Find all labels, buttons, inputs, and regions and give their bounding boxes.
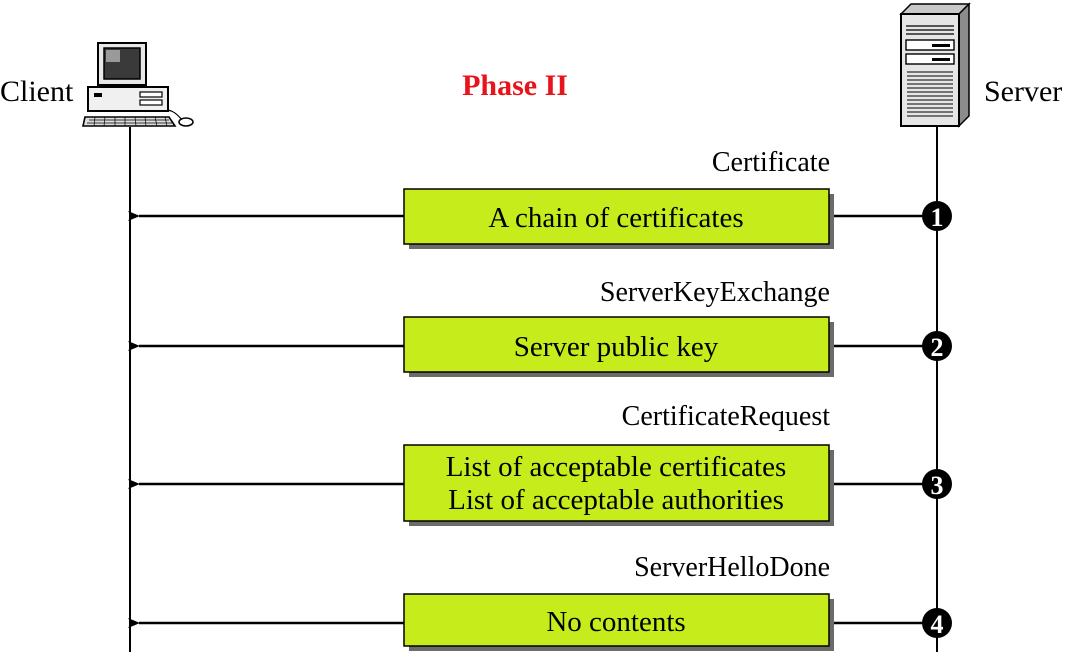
client-label: Client	[0, 75, 74, 108]
step-number: 3	[931, 471, 944, 500]
message-server-hello-done: ServerHelloDone No contents 4	[128, 552, 952, 651]
message-content: No contents	[546, 606, 685, 638]
message-certificate: Certificate A chain of certificates 1	[128, 147, 952, 249]
message-box	[403, 188, 830, 245]
message-box	[403, 316, 830, 373]
message-certificate-request: CertificateRequest List of acceptable ce…	[128, 401, 952, 526]
step-number: 2	[931, 333, 944, 362]
server-label: Server	[984, 75, 1062, 108]
step-marker	[922, 608, 952, 638]
step-marker	[922, 201, 952, 231]
message-server-key-exchange: ServerKeyExchange Server public key 2	[128, 277, 952, 377]
step-marker	[922, 469, 952, 499]
server-tower-icon	[899, 2, 971, 128]
step-number: 4	[931, 610, 944, 639]
message-box	[403, 593, 830, 647]
step-number: 1	[931, 203, 944, 232]
step-marker	[922, 331, 952, 361]
message-box	[403, 444, 830, 522]
message-name: ServerKeyExchange	[600, 277, 830, 308]
message-name: ServerHelloDone	[634, 552, 830, 583]
message-content: Server public key	[514, 331, 719, 363]
phase-title: Phase II	[462, 69, 568, 102]
message-name: Certificate	[712, 147, 830, 178]
message-content-line-1: List of acceptable certificates	[446, 451, 787, 483]
desktop-computer-icon	[82, 42, 194, 127]
message-name: CertificateRequest	[622, 401, 831, 432]
message-content-line-2: List of acceptable authorities	[448, 484, 784, 516]
message-content: A chain of certificates	[488, 202, 743, 234]
